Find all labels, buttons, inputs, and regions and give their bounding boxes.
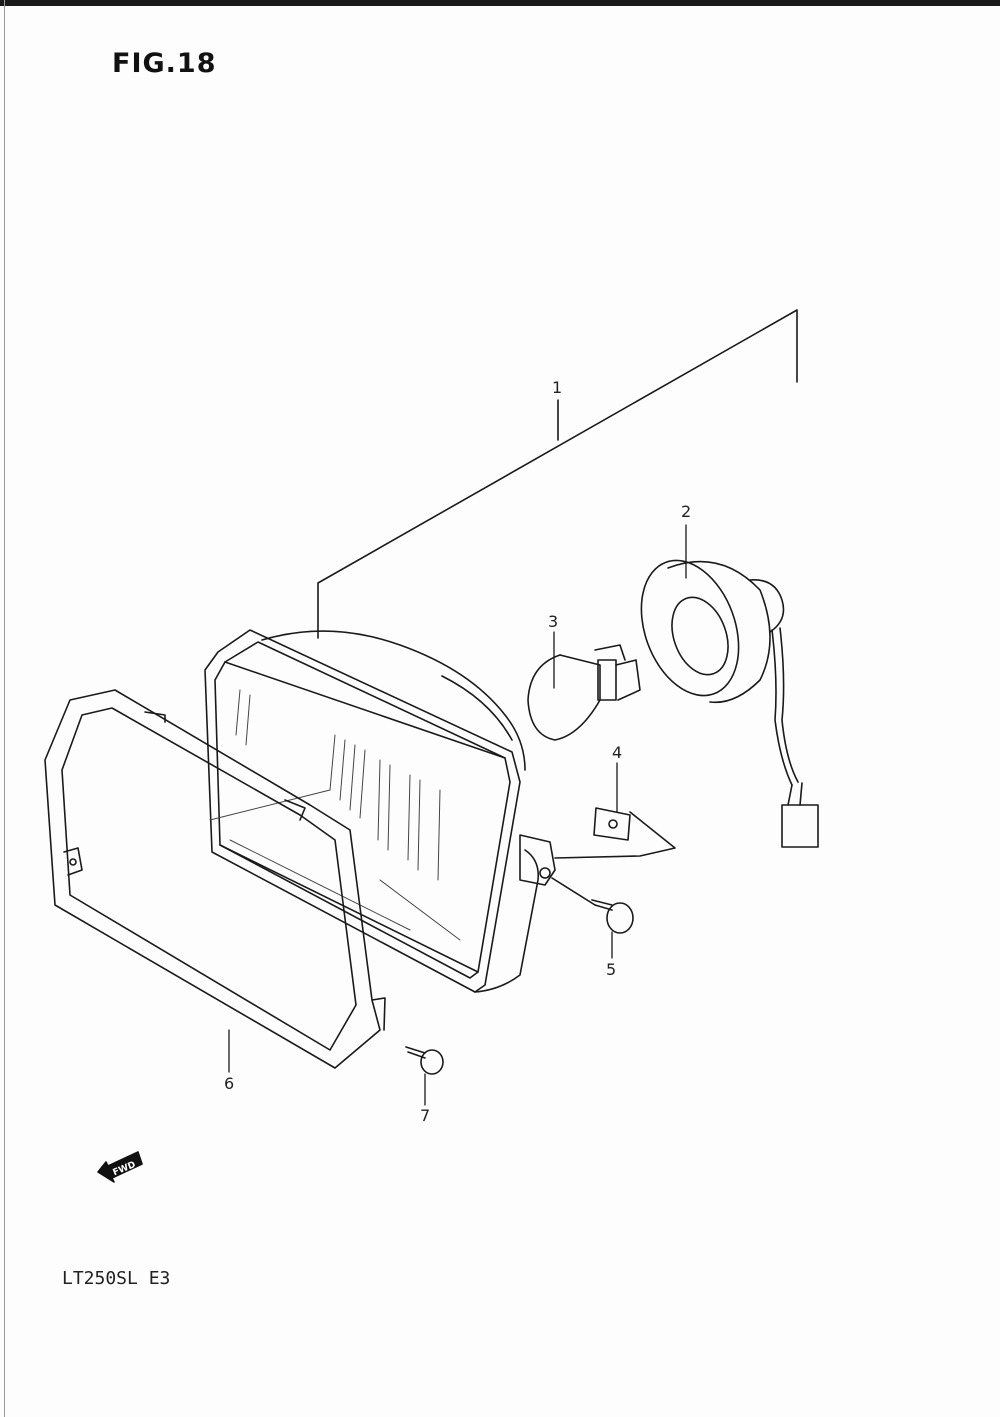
assembly-bracket-1	[317, 309, 798, 639]
headlight-rim	[44, 689, 386, 1069]
leader-4	[554, 811, 676, 859]
figure-title: FIG.18	[112, 48, 217, 79]
callout-4: 4	[612, 743, 622, 762]
callout-7: 7	[420, 1106, 430, 1125]
model-code-label: LT250SL E3	[62, 1268, 171, 1289]
callout-3: 3	[548, 612, 558, 631]
bulb-socket	[640, 559, 819, 848]
clip-nut	[593, 807, 631, 841]
callout-leaders	[228, 524, 687, 1106]
callout-1: 1	[552, 378, 562, 397]
callout-6: 6	[224, 1074, 234, 1093]
scan-left-edge	[4, 0, 5, 1417]
callout-5: 5	[606, 960, 616, 979]
scan-top-edge	[0, 0, 1000, 6]
rim-screw	[405, 1046, 444, 1075]
callout-2: 2	[681, 502, 691, 521]
fwd-arrow-icon: FWD	[97, 1151, 143, 1183]
adjusting-screw	[551, 877, 634, 934]
headlight-housing	[204, 629, 556, 993]
headlight-bulb	[527, 644, 641, 741]
